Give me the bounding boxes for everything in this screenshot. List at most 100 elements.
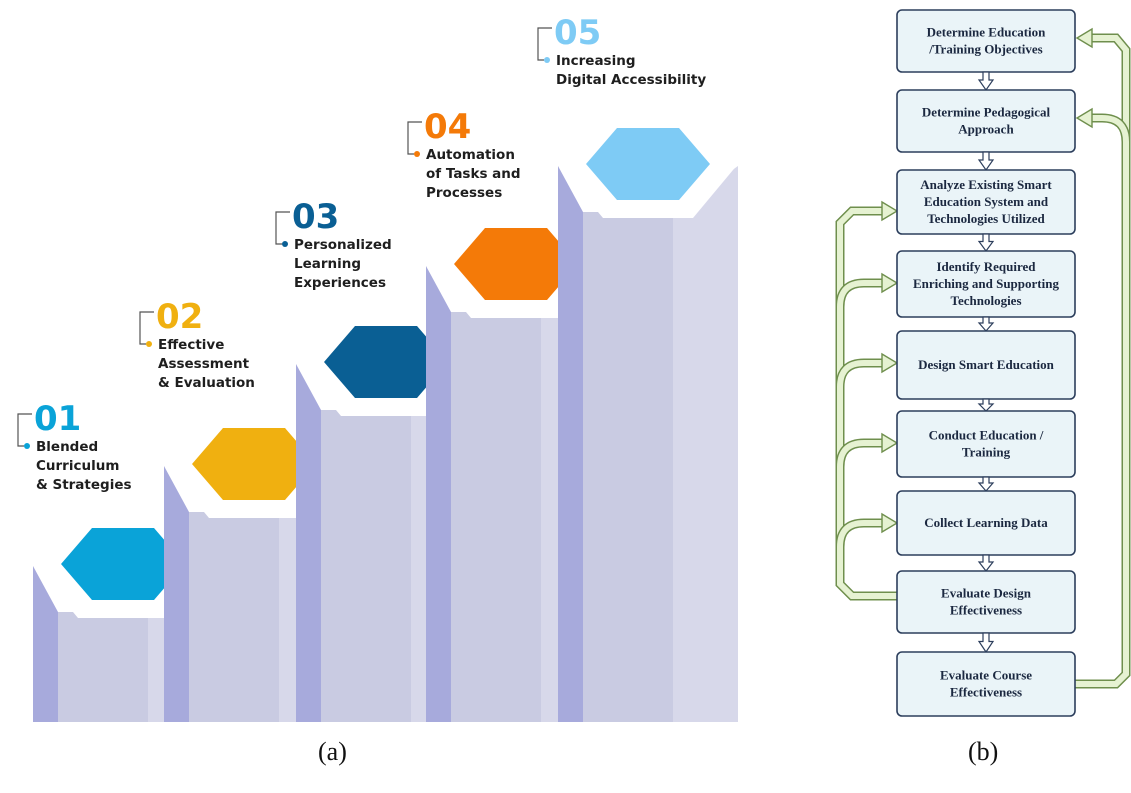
flow-box-label-line: Determine Pedagogical xyxy=(922,105,1051,120)
flow-box-label-line: Identify Required xyxy=(936,259,1036,274)
step-number: 03 xyxy=(292,197,339,237)
column-front-face xyxy=(58,612,148,722)
step-number: 01 xyxy=(34,399,81,439)
column-front-face xyxy=(451,312,541,722)
column-right-face xyxy=(673,166,738,722)
step-label-line: Experiences xyxy=(294,275,386,291)
flow-step-1: Determine Education/Training Objectives xyxy=(896,9,1076,73)
step-label-line: & Evaluation xyxy=(158,375,255,391)
flow-box-label-line: Technologies Utilized xyxy=(927,211,1045,226)
down-arrow xyxy=(977,71,995,92)
step-label-line: Curriculum xyxy=(36,458,119,474)
step-label-line: Blended xyxy=(36,439,98,455)
label-dot xyxy=(414,151,420,157)
step-label-line: Processes xyxy=(426,185,502,201)
feedback-arrowhead-left xyxy=(881,512,899,534)
flow-box-label-line: Enriching and Supporting xyxy=(913,276,1059,291)
flow-step-5: Design Smart Education xyxy=(896,330,1076,400)
flow-box-label-line: Education System and xyxy=(924,194,1049,209)
feedback-arrowhead-left xyxy=(881,432,899,454)
flow-step-7: Collect Learning Data xyxy=(896,490,1076,556)
flow-box-label-line: Effectiveness xyxy=(950,685,1022,700)
down-arrow xyxy=(977,316,995,332)
step-label-line: Learning xyxy=(294,256,361,272)
label-dot xyxy=(544,57,550,63)
flow-box-label-line: /Training Objectives xyxy=(928,42,1043,57)
column-front-face xyxy=(321,410,411,722)
label-bracket-tail xyxy=(275,234,282,245)
down-arrow xyxy=(977,398,995,412)
feedback-branch-fill xyxy=(837,520,884,548)
feedback-arrowhead-left xyxy=(881,200,899,222)
label-bracket-tail xyxy=(537,50,544,61)
feedback-loop-left xyxy=(835,206,897,601)
column-side-face xyxy=(164,466,189,722)
step-hexagon xyxy=(192,428,316,500)
step-label-line: Automation xyxy=(426,147,515,163)
flow-box-label-line: Analyze Existing Smart xyxy=(920,177,1052,192)
down-arrow xyxy=(977,632,995,654)
step-hexagon xyxy=(324,326,448,398)
step-number: 04 xyxy=(424,107,471,147)
flow-box-label-line: Technologies xyxy=(950,293,1021,308)
column-side-face xyxy=(558,166,583,722)
step-hexagon xyxy=(586,128,710,200)
label-dot xyxy=(282,241,288,247)
flow-box-label-line: Conduct Education / xyxy=(929,428,1044,443)
down-arrow xyxy=(977,151,995,172)
step-label-line: Digital Accessibility xyxy=(556,72,706,88)
step-label-line: & Strategies xyxy=(36,477,132,493)
flow-box-label-line: Evaluate Course xyxy=(940,668,1032,683)
flow-box-label-line: Design Smart Education xyxy=(918,357,1055,372)
flow-box-label-line: Training xyxy=(962,445,1011,460)
down-arrow xyxy=(977,554,995,572)
step-number: 05 xyxy=(554,13,601,53)
flow-box-label-line: Evaluate Design xyxy=(941,586,1032,601)
feedback-branch-fill xyxy=(837,280,884,308)
label-bracket-tail xyxy=(139,334,146,345)
feedback-loop-right-fill xyxy=(1075,35,1129,687)
flow-step-6: Conduct Education / Training xyxy=(896,410,1076,478)
feedback-branch-right-fill xyxy=(1090,115,1129,143)
step-number: 02 xyxy=(156,297,203,337)
flow-box-label-line: Approach xyxy=(958,122,1014,137)
label-bracket xyxy=(407,121,422,144)
flow-box-label-line: Collect Learning Data xyxy=(924,515,1048,530)
feedback-arrowhead-left xyxy=(881,352,899,374)
feedback-branch-fill xyxy=(837,440,884,468)
flow-box-label-line: Determine Education xyxy=(927,25,1047,40)
column-side-face xyxy=(426,266,451,722)
label-dot xyxy=(24,443,30,449)
panel-a-caption: (a) xyxy=(318,737,347,766)
panel-b-flowchart: Determine Education/Training ObjectivesD… xyxy=(835,9,1131,717)
step-label-line: Assessment xyxy=(158,356,250,372)
label-dot xyxy=(146,341,152,347)
step-label-line: Effective xyxy=(158,337,224,353)
step-hexagon xyxy=(454,228,578,300)
down-arrow xyxy=(977,233,995,253)
feedback-arrowhead-right xyxy=(1075,107,1093,129)
step-hexagon xyxy=(61,528,185,600)
feedback-loop-right xyxy=(1075,33,1131,689)
step-label-line: Increasing xyxy=(556,53,636,69)
feedback-branch-fill xyxy=(837,360,884,388)
column-front-face xyxy=(583,212,673,722)
label-bracket xyxy=(139,311,154,334)
label-bracket-tail xyxy=(17,436,24,447)
step-label-line: Personalized xyxy=(294,237,392,253)
flow-box xyxy=(896,651,1076,717)
feedback-loop-left-fill xyxy=(837,208,897,599)
panel-b-caption: (b) xyxy=(968,737,999,766)
feedback-arrowhead-left xyxy=(881,272,899,294)
step-label-line: of Tasks and xyxy=(426,166,521,182)
flow-box-label-line: Effectiveness xyxy=(950,603,1022,618)
feedback-arrowhead-right xyxy=(1075,27,1093,49)
label-bracket xyxy=(17,413,32,436)
down-arrow xyxy=(977,476,995,492)
